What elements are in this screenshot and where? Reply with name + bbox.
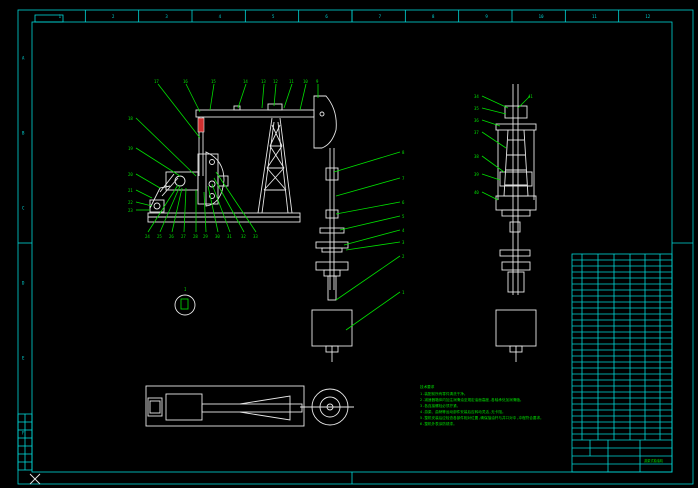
callout-5: 5 — [402, 214, 405, 219]
callout-27: 27 — [181, 234, 186, 239]
callout-19: 19 — [128, 146, 133, 151]
callout-11: 11 — [289, 79, 294, 84]
callout-17: 17 — [154, 79, 159, 84]
callout-7: 7 — [402, 176, 405, 181]
callout-38: 38 — [474, 154, 479, 159]
callout-10: 10 — [303, 79, 308, 84]
callout-36: 36 — [474, 118, 479, 123]
walking-beam — [195, 103, 315, 118]
notes-title: 技术要求 — [420, 384, 435, 389]
leader-lines — [135, 83, 531, 331]
zone-letter-left: E — [22, 356, 25, 361]
note-4: 4.游梁、曲柄等运动部件安装后应转动灵活,无卡阻。 — [420, 409, 506, 414]
zone-number-top: 2 — [112, 14, 115, 19]
callout-39: 39 — [474, 172, 479, 177]
top-view — [145, 385, 354, 427]
note-6: 6.整机外表涂防锈漆。 — [420, 421, 457, 426]
callout-35: 35 — [474, 106, 479, 111]
callout-32: 32 — [241, 234, 246, 239]
zone-number-top: 11 — [592, 14, 597, 19]
callout-9: 9 — [316, 79, 319, 84]
title-block: 游梁式抽油机 — [572, 439, 672, 472]
callout-22: 22 — [128, 200, 133, 205]
zone-letter-left: F — [22, 431, 25, 436]
callout-3: 3 — [402, 240, 405, 245]
callout-labels: 17 16 15 14 13 12 11 10 9 18 19 20 21 22… — [128, 79, 533, 295]
callout-16: 16 — [183, 79, 188, 84]
note-5: 5.整机安装后应检查各部件相对位置,确保抽油杆与井口对中,冲程符合要求。 — [420, 415, 544, 420]
zone-letter-left: C — [22, 206, 25, 211]
callout-6: 6 — [402, 200, 405, 205]
callout-33: 33 — [253, 234, 258, 239]
base-frame — [147, 212, 301, 223]
zone-number-top: 10 — [539, 14, 544, 19]
technical-notes: 技术要求 1.装配前所有零件清洗干净。 2.减速器箱体内加注润滑油至规定油面高度… — [420, 384, 544, 426]
zone-letter-left: D — [22, 281, 25, 286]
note-1: 1.装配前所有零件清洗干净。 — [420, 391, 467, 396]
callout-4: 4 — [402, 228, 405, 233]
callout-34: 34 — [474, 94, 479, 99]
callout-13: 13 — [261, 79, 266, 84]
zone-number-top: 6 — [325, 14, 328, 19]
callout-21: 21 — [128, 188, 133, 193]
zone-number-top: 7 — [379, 14, 382, 19]
callout-2: 2 — [402, 254, 405, 259]
callout-41: 41 — [528, 94, 533, 99]
note-2: 2.减速器箱体内加注润滑油至规定油面高度,各轴承处加润滑脂。 — [420, 397, 524, 402]
callout-31: 31 — [227, 234, 232, 239]
detail-view-i: I — [174, 287, 196, 316]
callout-26: 26 — [169, 234, 174, 239]
callout-18: 18 — [128, 116, 133, 121]
samson-post — [257, 117, 293, 214]
callout-23: 23 — [128, 208, 133, 213]
callout-14: 14 — [243, 79, 248, 84]
zone-number-top: 9 — [485, 14, 488, 19]
zone-number-top: 8 — [432, 14, 435, 19]
note-3: 3.各连接螺栓必须拧紧。 — [420, 403, 460, 408]
revision-table — [17, 413, 33, 471]
zone-number-top: 4 — [219, 14, 222, 19]
callout-29: 29 — [203, 234, 208, 239]
callout-30: 30 — [215, 234, 220, 239]
zone-number-top: 1 — [59, 14, 62, 19]
callout-12: 12 — [273, 79, 278, 84]
zone-number-top: 3 — [165, 14, 168, 19]
callout-37: 37 — [474, 130, 479, 135]
callout-8: 8 — [402, 150, 405, 155]
title-block-name: 游梁式抽油机 — [644, 458, 664, 463]
crank-and-gearbox — [165, 151, 229, 207]
counterweight-block — [311, 309, 353, 347]
callout-24: 24 — [145, 234, 150, 239]
detail-label: I — [184, 287, 187, 292]
parts-list — [571, 253, 673, 473]
zone-number-top: 12 — [645, 14, 650, 19]
well-string — [311, 148, 353, 362]
zone-number-top: 5 — [272, 14, 275, 19]
callout-28: 28 — [193, 234, 198, 239]
callout-20: 20 — [128, 172, 133, 177]
front-view — [147, 95, 337, 223]
zone-letter-left: B — [22, 131, 25, 136]
callout-25: 25 — [157, 234, 162, 239]
zone-letter-left: A — [22, 56, 25, 61]
horse-head — [313, 95, 337, 149]
callout-40: 40 — [474, 190, 479, 195]
callout-15: 15 — [211, 79, 216, 84]
side-view — [495, 84, 537, 362]
callout-1: 1 — [402, 290, 405, 295]
